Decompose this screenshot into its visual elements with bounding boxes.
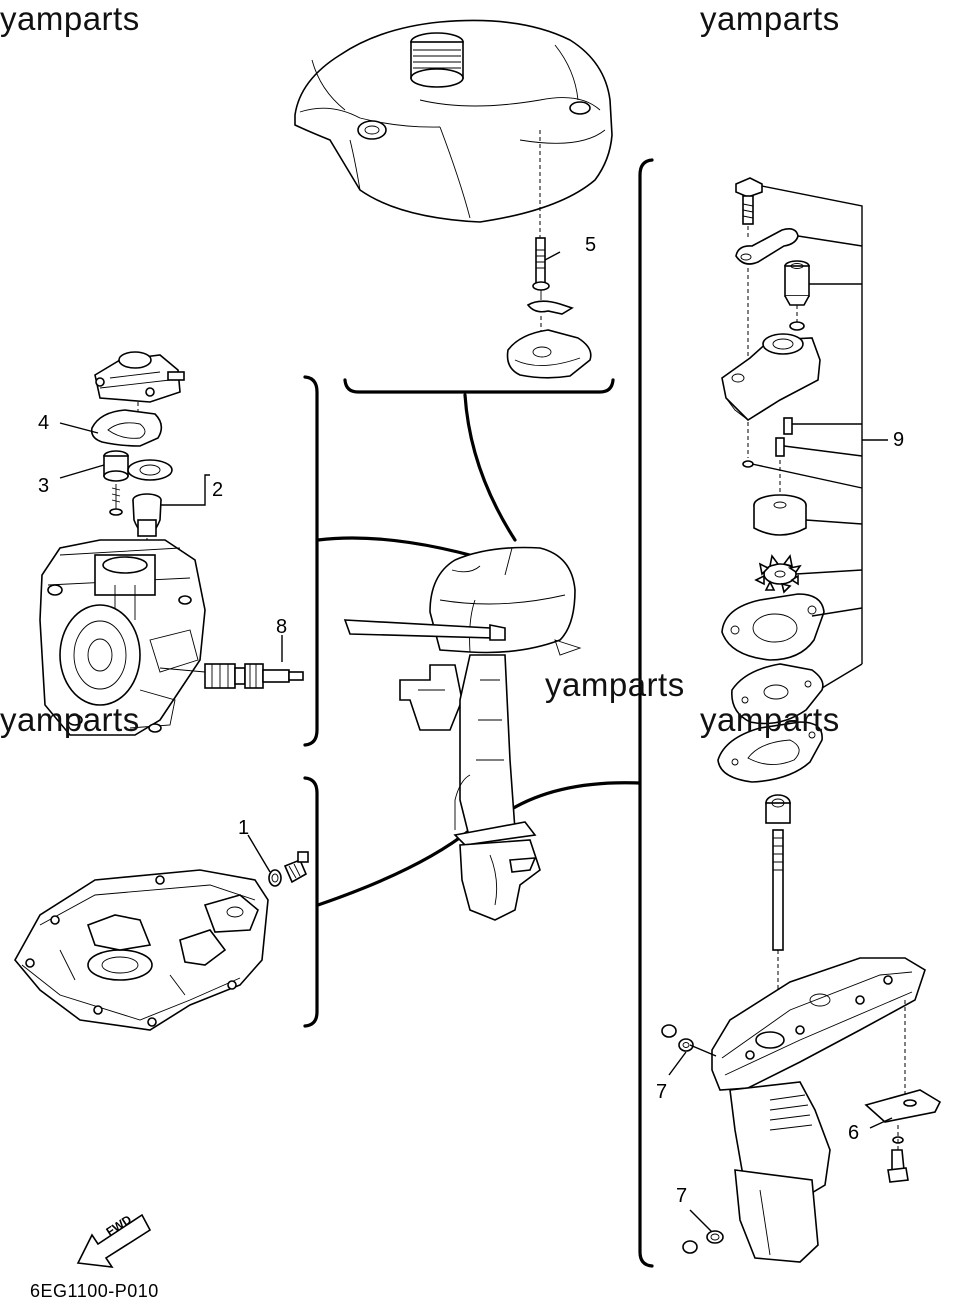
- diagram-code: 6EG1100-P010: [30, 1281, 159, 1301]
- callout-6: 6: [848, 1122, 860, 1144]
- powerhead-block: [39, 539, 206, 736]
- bracket-powerhead: [303, 375, 319, 747]
- impeller-icon: [754, 554, 802, 594]
- callout-2: 2: [212, 479, 224, 501]
- callout-8: 8: [276, 616, 288, 638]
- watermark-top-left: yamparts: [0, 0, 140, 37]
- group-brackets: [303, 158, 654, 1268]
- part-5-bolt: [506, 130, 592, 379]
- bracket-top-cover: [343, 378, 615, 394]
- fuel-tank-cover: [294, 19, 613, 223]
- watermark-top-right: yamparts: [700, 0, 840, 37]
- watermark-center: yamparts: [545, 666, 685, 703]
- connector-crankcase: [316, 828, 472, 907]
- callout-7-upper: 7: [656, 1081, 668, 1103]
- watermark-left: yamparts: [0, 701, 140, 738]
- callout-9: 9: [893, 429, 905, 451]
- leader-lines: [59, 251, 893, 1233]
- connector-lower-unit: [508, 781, 641, 812]
- outboard-motor: [343, 546, 582, 921]
- bracket-lower-unit: [638, 158, 654, 1268]
- drive-shaft-assembly: [711, 794, 926, 1263]
- callout-1: 1: [238, 817, 250, 839]
- part-8-spark-plug: [204, 663, 304, 689]
- part-7-drain-plugs: [661, 1024, 724, 1254]
- water-pump-kit: [717, 177, 888, 783]
- callout-3: 3: [38, 475, 50, 497]
- watermark-right: yamparts: [700, 701, 840, 738]
- part-6-anode: [864, 1089, 942, 1183]
- crankcase: [14, 869, 269, 1031]
- fwd-arrow-icon: [76, 1213, 152, 1268]
- fuel-pump-assembly: [90, 351, 185, 560]
- callout-4: 4: [38, 412, 50, 434]
- callout-7-lower: 7: [676, 1185, 688, 1207]
- connector-top: [463, 393, 517, 542]
- part-1-plug-washer: [268, 851, 309, 887]
- callout-5: 5: [585, 234, 597, 256]
- bracket-crankcase: [303, 776, 319, 1028]
